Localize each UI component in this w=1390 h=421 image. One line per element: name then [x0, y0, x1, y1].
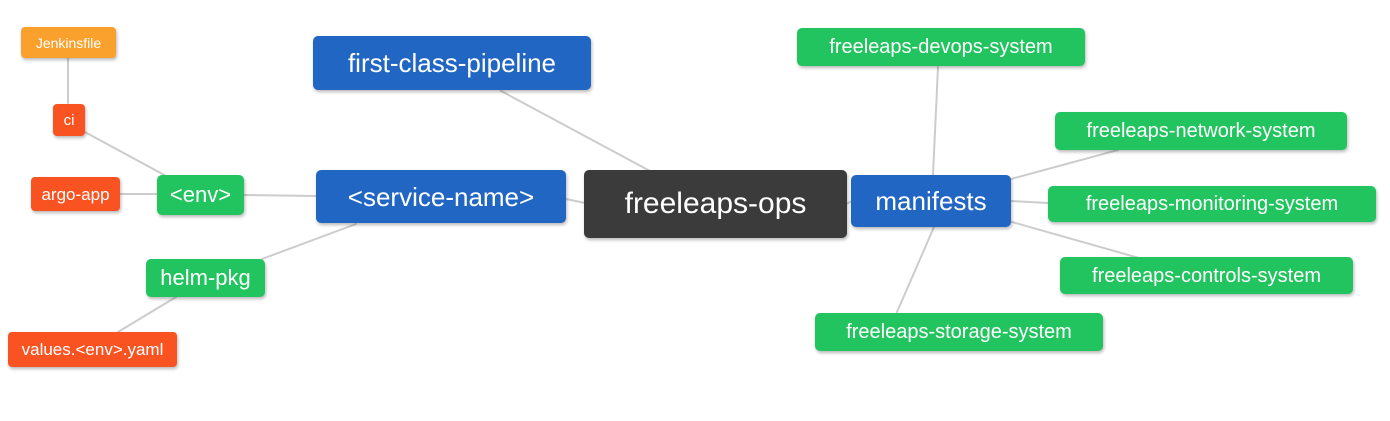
node-freeleaps-network-system[interactable]: freeleaps-network-system: [1055, 112, 1347, 150]
node-values-env-yaml[interactable]: values.<env>.yaml: [8, 332, 177, 367]
node-freeleaps-storage-system[interactable]: freeleaps-storage-system: [815, 313, 1103, 351]
edge-service-name-freeleaps-ops: [565, 198, 586, 204]
node-freeleaps-controls-system[interactable]: freeleaps-controls-system: [1060, 257, 1353, 294]
edge-manifests-storage-system: [896, 226, 935, 313]
node-ci[interactable]: ci: [53, 104, 85, 136]
edge-pipeline-freeleaps-ops: [500, 90, 651, 172]
edge-values-helm-pkg: [117, 296, 177, 333]
node-first-class-pipeline[interactable]: first-class-pipeline: [313, 36, 591, 90]
node-freeleaps-devops-system[interactable]: freeleaps-devops-system: [797, 28, 1085, 66]
node-env[interactable]: <env>: [157, 175, 244, 215]
edge-manifests-controls-system: [1011, 221, 1140, 259]
node-helm-pkg[interactable]: helm-pkg: [146, 259, 265, 297]
node-argo-app[interactable]: argo-app: [31, 177, 120, 211]
node-freeleaps-ops[interactable]: freeleaps-ops: [584, 170, 847, 238]
node-freeleaps-monitoring-system[interactable]: freeleaps-monitoring-system: [1048, 186, 1376, 222]
node-service-name[interactable]: <service-name>: [316, 170, 566, 223]
node-manifests[interactable]: manifests: [851, 175, 1011, 227]
edge-helm-pkg-service-name: [261, 223, 357, 260]
edge-ci-env: [82, 130, 169, 178]
edge-env-service-name: [243, 194, 317, 197]
edge-manifests-network-system: [1010, 149, 1119, 180]
edge-manifests-devops-system: [932, 66, 939, 176]
edge-manifests-monitoring-system: [1010, 200, 1049, 204]
node-jenkinsfile[interactable]: Jenkinsfile: [21, 27, 116, 58]
